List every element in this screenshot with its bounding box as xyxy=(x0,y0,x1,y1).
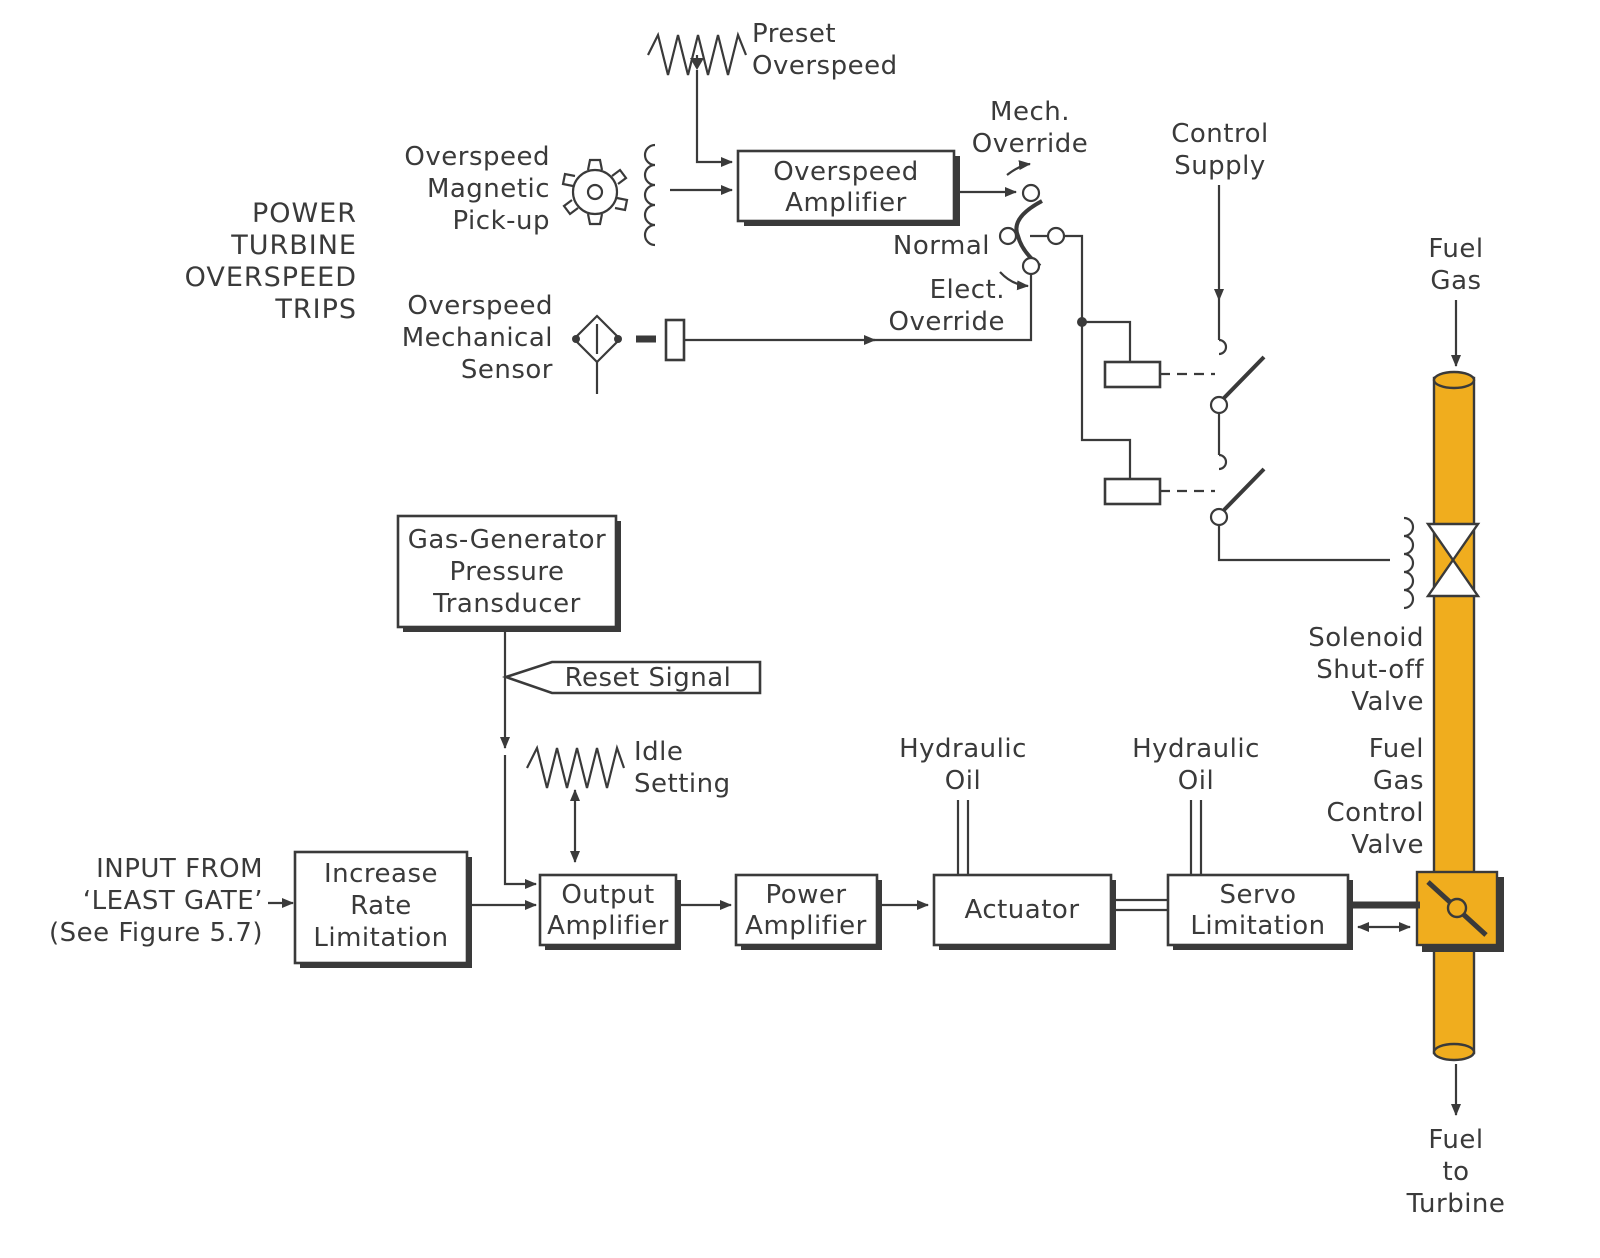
pickup-coil-icon xyxy=(643,143,656,247)
box-label: Actuator xyxy=(964,895,1079,925)
fuel-gas-label: Fuel xyxy=(1428,234,1483,264)
mechanical-sensor-label: Mechanical xyxy=(402,323,553,353)
box-label: Pressure xyxy=(449,557,564,587)
box-label: Servo xyxy=(1220,880,1297,910)
box-label: Increase xyxy=(324,859,438,889)
gas-generator-box: Gas-Generator Pressure Transducer xyxy=(396,514,621,632)
control-supply-label: Supply xyxy=(1174,151,1266,181)
section-title: POWER TURBINE OVERSPEED TRIPS xyxy=(185,198,357,325)
hydraulic-oil-label: Hydraulic xyxy=(899,734,1027,764)
control-supply-label: Control xyxy=(1171,119,1268,149)
title-line: TURBINE xyxy=(230,230,357,261)
box-label: Amplifier xyxy=(745,911,867,941)
relay-feed-line xyxy=(1082,320,1132,362)
trip-switch-1 xyxy=(1209,300,1266,471)
input-label: ‘LEAST GATE’ xyxy=(83,886,263,916)
fuel-gas-control-valve xyxy=(1415,870,1504,952)
mech-override-label: Mech. xyxy=(990,97,1070,127)
magnetic-pickup-label: Pick-up xyxy=(452,206,550,236)
gear-icon xyxy=(561,158,629,226)
elect-override-label: Elect. xyxy=(930,275,1005,305)
solenoid-valve-label: Valve xyxy=(1351,687,1424,717)
relay-feed-line xyxy=(1064,234,1132,479)
output-amplifier-box: Output Amplifier xyxy=(538,873,681,950)
fuel-gas-label: Gas xyxy=(1430,266,1481,296)
mech-override-label: Override xyxy=(972,129,1089,159)
title-line: TRIPS xyxy=(274,294,357,325)
fuel-to-turbine-label: to xyxy=(1442,1157,1469,1187)
preset-connector xyxy=(695,70,733,167)
box-label: Output xyxy=(561,880,654,910)
magnetic-pickup-label: Overspeed xyxy=(404,142,550,172)
overspeed-amplifier-box: Overspeed Amplifier xyxy=(736,149,960,226)
idle-setting-label: Setting xyxy=(634,769,731,799)
preset-overspeed-label: Overspeed xyxy=(752,51,898,81)
idle-setting-resistor xyxy=(526,744,626,789)
normal-label: Normal xyxy=(893,231,990,261)
magnetic-pickup-label: Magnetic xyxy=(427,174,550,204)
mechanical-sensor-label: Sensor xyxy=(461,355,553,385)
mech-override-arrow xyxy=(1006,160,1031,176)
mechanical-sensor-icon xyxy=(572,314,686,394)
trip-switch-2 xyxy=(1209,467,1266,527)
hydraulic-oil-label: Oil xyxy=(1178,766,1214,796)
control-valve-label: Fuel xyxy=(1369,734,1424,764)
mode-selector-switch xyxy=(998,183,1066,276)
box-label: Limitation xyxy=(313,923,448,953)
actuator-box: Actuator xyxy=(932,873,1116,950)
elect-override-arrow xyxy=(999,271,1029,291)
power-amplifier-box: Power Amplifier xyxy=(734,873,882,950)
box-label: Gas-Generator xyxy=(408,525,607,555)
input-label: INPUT FROM xyxy=(96,854,263,884)
idle-setting-label: Idle xyxy=(634,737,683,767)
box-label: Power xyxy=(765,880,846,910)
relay-coil-1 xyxy=(1103,360,1162,389)
reset-signal-label: Reset Signal xyxy=(565,663,732,693)
elect-override-line xyxy=(870,274,1033,342)
hydraulic-oil-label: Hydraulic xyxy=(1132,734,1260,764)
mechanical-sensor-label: Overspeed xyxy=(407,291,553,321)
fuel-to-turbine-label: Fuel xyxy=(1428,1125,1483,1155)
elect-override-label: Override xyxy=(889,307,1006,337)
relay-coil-2 xyxy=(1103,477,1162,506)
reset-signal-tag: Reset Signal xyxy=(501,660,762,695)
solenoid-valve xyxy=(1403,516,1481,610)
fuel-to-turbine-label: Turbine xyxy=(1406,1189,1506,1219)
box-label: Limitation xyxy=(1190,911,1325,941)
title-line: POWER xyxy=(252,198,357,229)
box-label: Rate xyxy=(350,891,412,921)
increase-rate-box: Increase Rate Limitation xyxy=(293,850,472,968)
solenoid-feed-line xyxy=(1217,525,1390,562)
hydraulic-oil-label: Oil xyxy=(945,766,981,796)
box-label: Amplifier xyxy=(785,188,907,218)
control-valve-label: Control xyxy=(1327,798,1424,828)
preset-overspeed-label: Preset xyxy=(752,19,836,49)
control-valve-label: Gas xyxy=(1373,766,1424,796)
transducer-to-output xyxy=(503,755,537,889)
solenoid-valve-label: Solenoid xyxy=(1308,623,1424,653)
control-valve-label: Valve xyxy=(1351,830,1424,860)
title-line: OVERSPEED xyxy=(185,262,357,293)
box-label: Overspeed xyxy=(773,157,919,187)
input-label: (See Figure 5.7) xyxy=(49,918,263,948)
preset-overspeed-resistor xyxy=(647,31,748,76)
box-label: Amplifier xyxy=(547,911,669,941)
fuel-pipe xyxy=(1432,370,1476,1062)
box-label: Transducer xyxy=(432,589,581,619)
servo-limitation-box: Servo Limitation xyxy=(1166,873,1353,950)
solenoid-valve-label: Shut-off xyxy=(1316,655,1424,685)
